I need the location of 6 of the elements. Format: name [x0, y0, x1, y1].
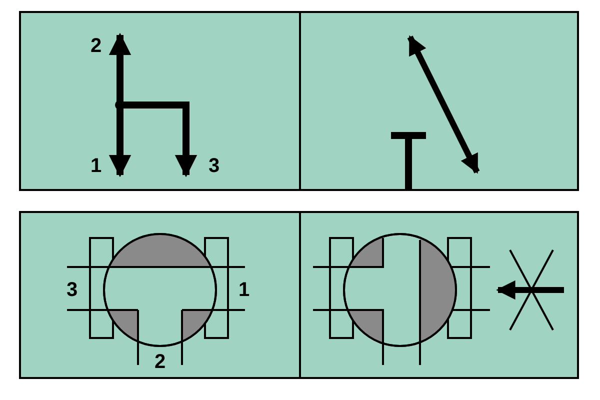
port-number: 1 [89, 156, 103, 176]
port-number: 2 [89, 36, 103, 56]
port-number: 3 [207, 156, 221, 176]
port-number: 2 [153, 352, 167, 372]
port-number: 1 [237, 280, 251, 300]
port-number: 3 [65, 280, 79, 300]
